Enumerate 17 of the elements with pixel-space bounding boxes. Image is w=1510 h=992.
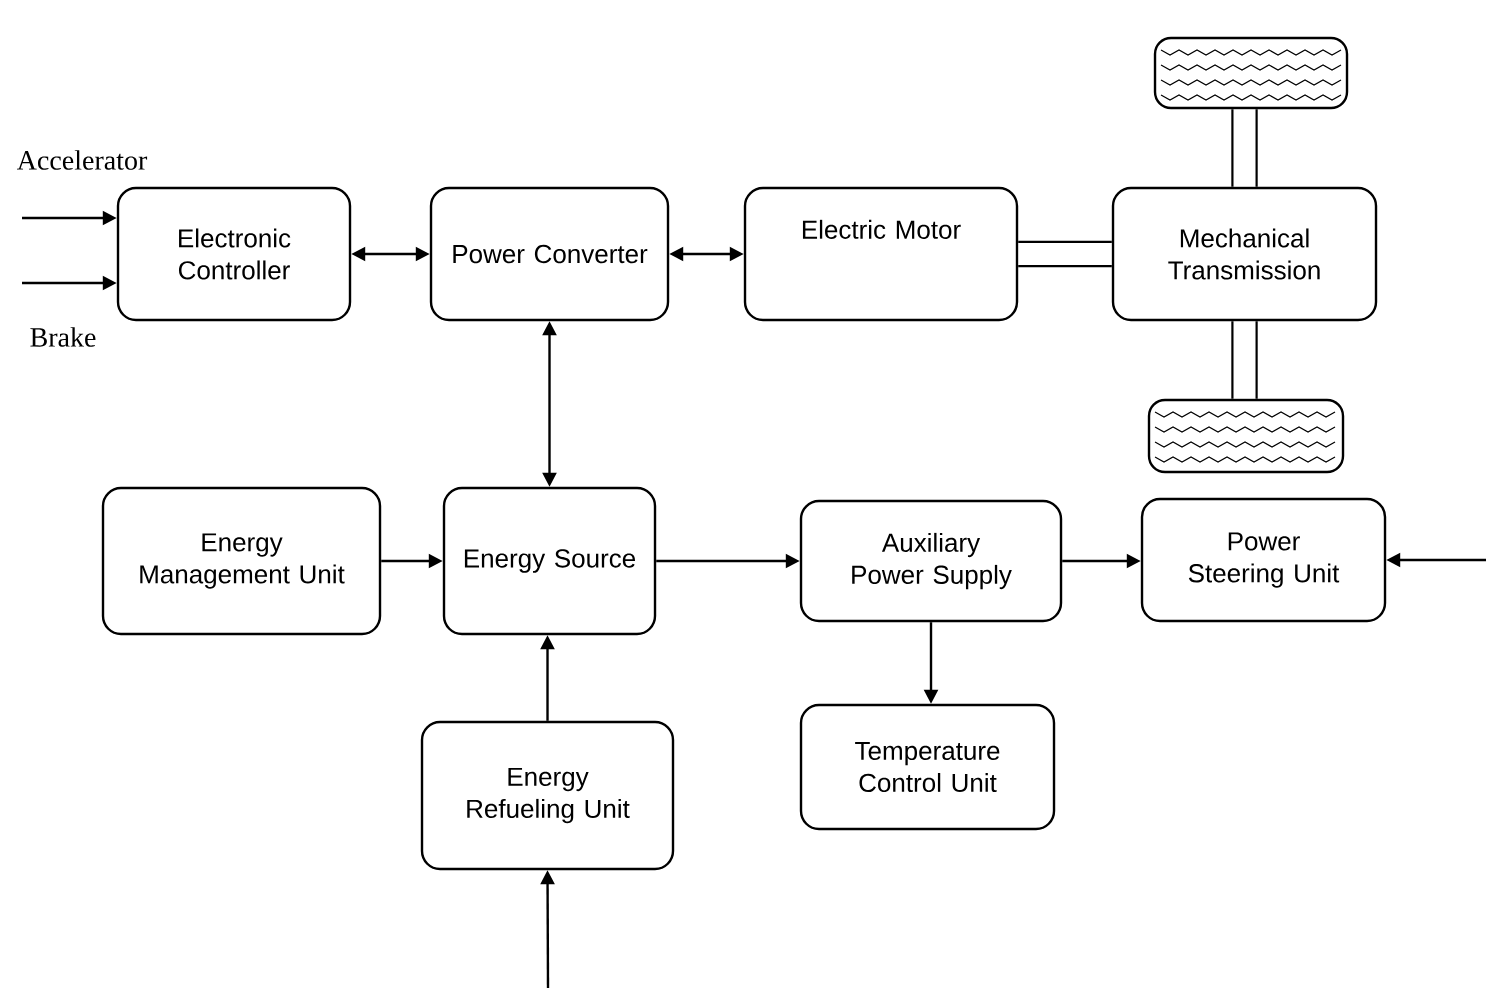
process-box: Electronic Controller: [116, 186, 352, 322]
shaft: [1018, 240, 1112, 268]
input-label: Accelerator: [17, 150, 148, 170]
process-box: Power Converter: [429, 186, 670, 322]
process-box: Energy Management Unit: [101, 486, 382, 636]
process-box: Mechanical Transmission: [1111, 186, 1378, 322]
wheel-drawing: [1153, 36, 1349, 110]
shaft: [1231, 109, 1258, 187]
process-box: Power Steering Unit: [1140, 497, 1387, 623]
process-box: Temperature Control Unit: [799, 703, 1056, 831]
process-box: Electric Motor: [743, 186, 1019, 322]
process-box: Energy Refueling Unit: [420, 720, 675, 871]
process-box: Auxiliary Power Supply: [799, 499, 1063, 623]
process-box: Energy Source: [442, 486, 657, 636]
wheel-drawing: [1147, 398, 1345, 474]
input-label: Brake: [30, 327, 96, 347]
shaft: [1231, 321, 1258, 399]
